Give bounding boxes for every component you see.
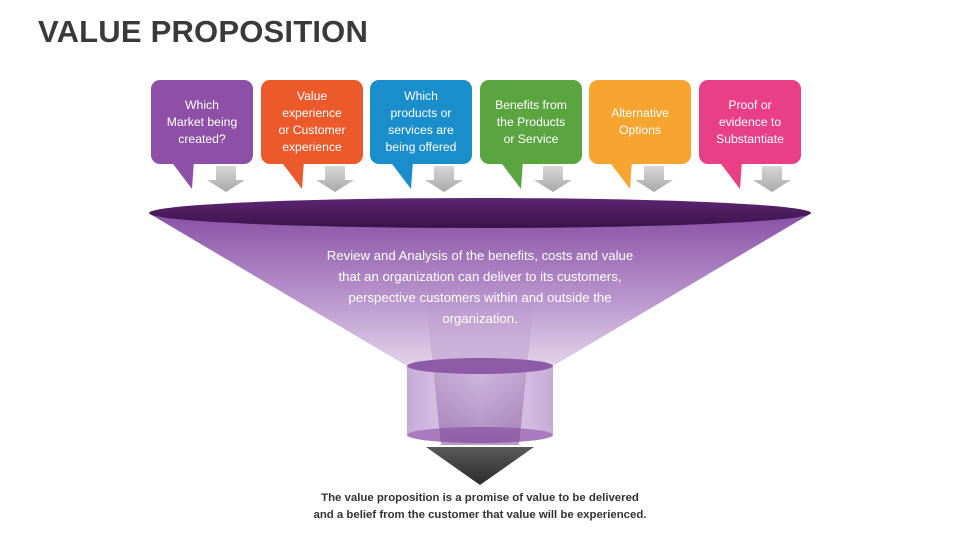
bubble-arrows: [207, 166, 791, 192]
bubble-tail-icon: [280, 160, 304, 189]
page-title: VALUE PROPOSITION: [38, 14, 369, 49]
down-arrow-icon: [534, 166, 572, 192]
bubble-tail-icon: [718, 160, 742, 189]
output-arrow-icon: [426, 447, 534, 485]
bubble-alternatives: Alternative Options: [589, 80, 691, 164]
bubble-tail-icon: [499, 160, 523, 189]
down-arrow-icon: [316, 166, 354, 192]
bubble-experience-label: Value experience or Customer experience: [278, 89, 346, 154]
bubble-tail-icon: [170, 160, 194, 189]
bubble-market: Which Market being created?: [151, 80, 253, 164]
bubble-tail-icon: [608, 160, 632, 189]
bubble-proof: Proof or evidence to Substantiate: [699, 80, 801, 164]
down-arrow-icon: [425, 166, 463, 192]
bubble-alternatives-label: Alternative Options: [611, 106, 669, 137]
down-arrow-icon: [635, 166, 673, 192]
bubble-products-label: Which products or services are being off…: [385, 89, 457, 154]
bubble-market-label: Which Market being created?: [166, 97, 238, 146]
bubble-benefits: Benefits from the Products or Service: [480, 80, 582, 164]
footer-statement: The value proposition is a promise of va…: [313, 492, 647, 521]
funnel-cone: [150, 214, 810, 366]
bubble-proof-label: Proof or evidence to Substantiate: [716, 97, 784, 146]
bubble-products: Which products or services are being off…: [370, 80, 472, 164]
funnel-rim: [149, 198, 811, 228]
bubble-benefits-label: Benefits from the Products or Service: [495, 97, 567, 146]
funnel-stream: [426, 300, 534, 445]
down-arrow-icon: [207, 166, 245, 192]
funnel-description: Review and Analysis of the benefits, cos…: [326, 248, 634, 326]
bubble-tail-icon: [389, 160, 413, 189]
bubble-experience: Value experience or Customer experience: [261, 80, 363, 164]
down-arrow-icon: [753, 166, 791, 192]
